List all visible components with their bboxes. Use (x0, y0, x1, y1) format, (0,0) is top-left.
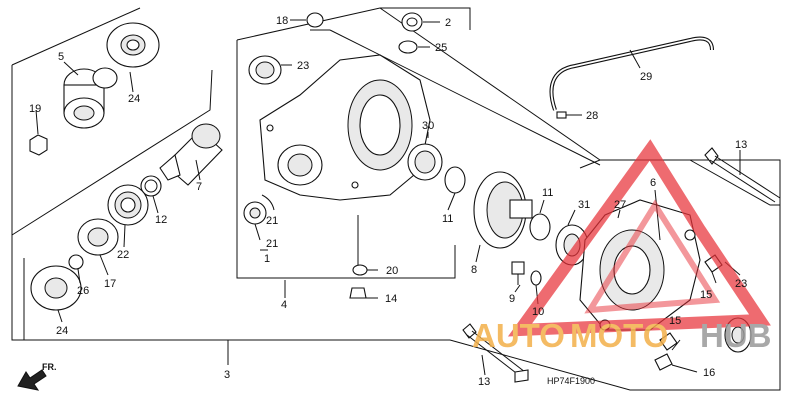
breather-tube-29 (549, 36, 714, 111)
watermark-auto-text: AUTO (472, 317, 565, 354)
label-27: 27 (614, 199, 626, 211)
bolt-13-bottom (462, 323, 529, 383)
label-14: 14 (385, 293, 397, 305)
label-17: 17 (104, 278, 116, 290)
label-31: 31 (578, 199, 590, 211)
label-23-right: 23 (735, 278, 747, 290)
label-15-a: 15 (700, 289, 712, 301)
label-18: 18 (276, 15, 288, 27)
nut-19 (29, 134, 48, 156)
label-5: 5 (58, 51, 64, 63)
label-13-bottom: 13 (478, 376, 490, 388)
final-gear-case (259, 54, 431, 201)
flange-cover-top (106, 22, 160, 68)
label-15-b: 15 (669, 315, 681, 327)
oil-seal-23-top (248, 55, 282, 85)
pinion-gear-shaft (159, 123, 223, 186)
label-10: 10 (532, 306, 544, 318)
label-28: 28 (586, 110, 598, 122)
label-9: 9 (509, 293, 515, 305)
label-24-top: 24 (128, 93, 140, 105)
bolt-14 (349, 215, 367, 299)
label-11-right: 11 (542, 187, 553, 199)
label-21-b: 21 (266, 238, 278, 250)
label-1: 1 (264, 253, 270, 265)
clip-28 (556, 111, 567, 119)
bolt-13-top (704, 147, 781, 203)
label-4: 4 (281, 299, 287, 311)
o-ring-26 (68, 254, 84, 270)
label-29: 29 (640, 71, 652, 83)
label-3: 3 (224, 369, 230, 381)
bearing-30 (407, 143, 443, 181)
label-24-bottom: 24 (56, 325, 68, 337)
label-8: 8 (471, 264, 477, 276)
plug-18 (306, 12, 324, 28)
bolt-16 (654, 353, 673, 371)
leader-lines (35, 19, 741, 376)
label-23-top: 23 (297, 60, 309, 72)
washer-10 (530, 270, 542, 286)
label-19: 19 (29, 103, 41, 115)
label-21-a: 21 (266, 215, 278, 227)
label-13-top: 13 (735, 139, 747, 151)
label-16: 16 (703, 367, 715, 379)
o-ring-25 (398, 40, 418, 54)
oil-seal-2 (401, 12, 423, 32)
shim-11-right (529, 213, 551, 241)
label-26: 26 (77, 285, 89, 297)
washer-20 (352, 264, 368, 276)
watermark-logo: AUTO MOTO HUB (472, 139, 772, 354)
collar-17 (77, 218, 119, 256)
flange-cover-bottom (30, 265, 82, 311)
shim-11-left (444, 166, 466, 194)
assembly-frames (11, 7, 781, 391)
label-20: 20 (386, 265, 398, 277)
watermark-moto-text: MOTO (570, 317, 668, 354)
front-arrow-label: FR. (42, 362, 57, 372)
pinion-joint (63, 67, 118, 129)
front-arrow-icon (17, 369, 47, 391)
label-30: 30 (422, 120, 434, 132)
label-6: 6 (650, 177, 656, 189)
label-11-left: 11 (442, 213, 453, 225)
bearing-22 (107, 184, 149, 226)
label-7: 7 (196, 181, 202, 193)
diagram-code: HP74F1900 (547, 376, 595, 386)
watermark-hub-text: HUB (700, 317, 772, 354)
label-2: 2 (445, 17, 451, 29)
part-labels: 18 2 25 23 5 24 19 29 28 30 13 7 6 11 31… (29, 15, 747, 388)
breather-9 (511, 261, 525, 285)
label-12: 12 (155, 214, 167, 226)
label-22: 22 (117, 249, 129, 261)
label-25: 25 (435, 42, 447, 54)
ring-gear (473, 171, 533, 249)
